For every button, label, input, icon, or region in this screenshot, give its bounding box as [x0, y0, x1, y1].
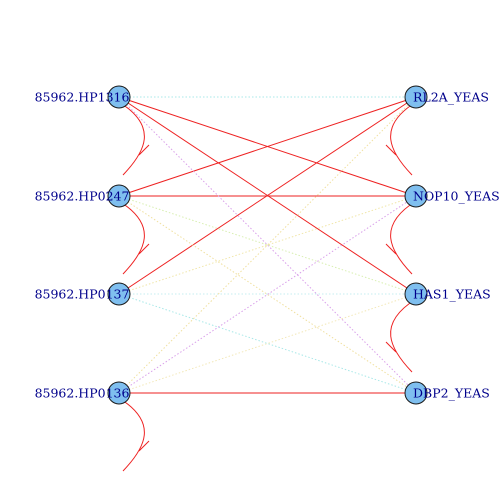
edge-L1-R3 [118, 96, 417, 295]
node-label-L2: 85962.HP0247 [35, 189, 130, 204]
node-label-R2: NOP10_YEAS [413, 189, 500, 204]
edge-layer [118, 96, 417, 394]
node-label-L3: 85962.HP0137 [35, 287, 130, 302]
self-loop-R1 [385, 101, 417, 176]
node-label-R3: HAS1_YEAS [413, 287, 491, 302]
node-label-L1: 85962.HP1316 [35, 90, 130, 105]
node-label-L4: 85962.HP0136 [35, 386, 130, 401]
self-loop-R3 [385, 298, 417, 373]
edge-L2-R1 [118, 96, 417, 197]
node-label-R4: DBP2_YEAS [413, 386, 490, 401]
node-L1 [107, 85, 131, 109]
self-loop-L2 [118, 200, 150, 275]
self-loop-L1 [118, 101, 150, 176]
node-R1 [404, 85, 428, 109]
node-L2 [107, 184, 131, 208]
node-R2 [404, 184, 428, 208]
self-loop-R2 [385, 200, 417, 275]
node-R3 [404, 282, 428, 306]
node-R4 [404, 381, 428, 405]
node-label-R1: RL2A_YEAS [413, 90, 489, 105]
node-layer: 85962.HP1316 85962.HP0247 85962.HP0137 8596… [35, 85, 500, 405]
self-loop-L4 [118, 397, 150, 472]
self-loop-layer [118, 101, 417, 472]
node-L3 [107, 282, 131, 306]
node-L4 [107, 381, 131, 405]
